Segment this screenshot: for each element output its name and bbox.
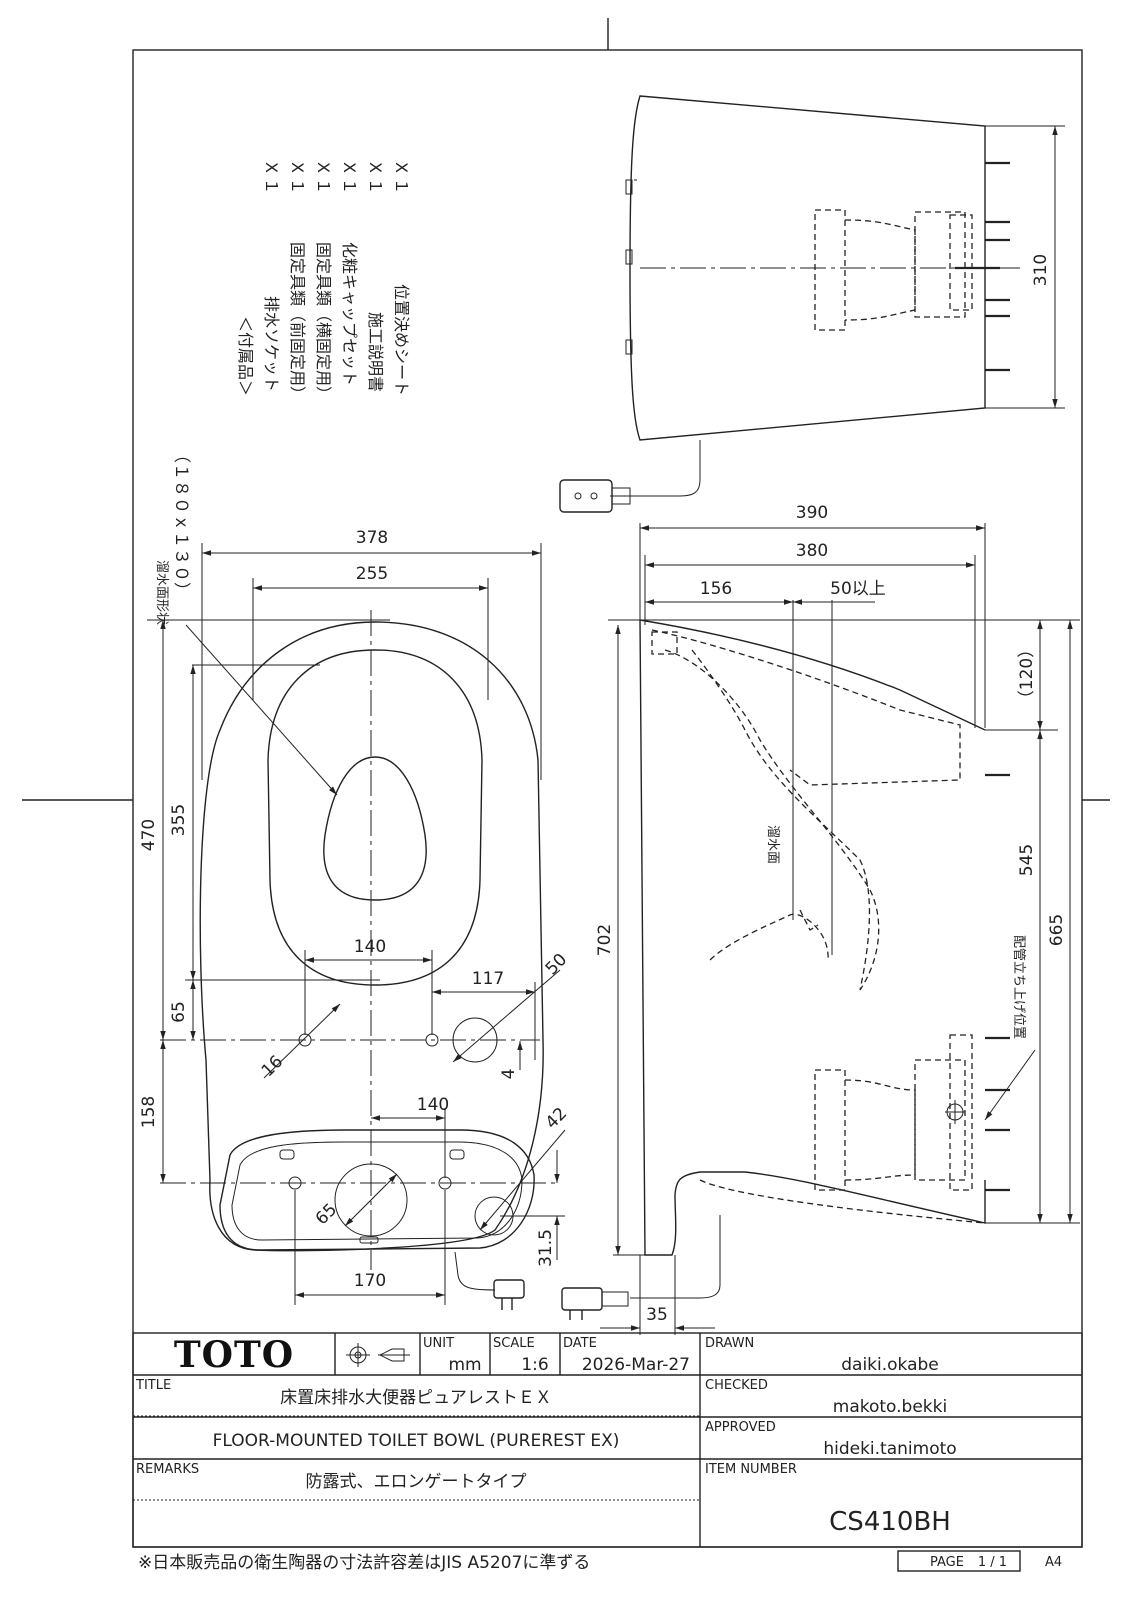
title-label: TITLE — [135, 1378, 171, 1393]
plan-view — [147, 543, 566, 1310]
date-label: DATE — [563, 1336, 597, 1351]
top-view — [559, 95, 1065, 513]
scale-value: 1:6 — [521, 1355, 548, 1375]
dim-35: 35 — [646, 1305, 668, 1325]
title-japanese: 床置床排水大便器ピュアレストＥＸ — [280, 1388, 552, 1408]
checked-value: makoto.bekki — [833, 1397, 947, 1417]
accessory-item-2: 固定具類（前固定用） — [288, 242, 307, 402]
accessory-item-6: 位置決めシート — [392, 284, 411, 396]
title-block-grid — [132, 1332, 1083, 1572]
dim-120: （120） — [1017, 641, 1037, 707]
accessory-qty-4: X １ — [340, 162, 359, 194]
dim-378: 378 — [356, 528, 388, 548]
date-value: 2026-Mar-27 — [582, 1355, 690, 1375]
dim-355: 355 — [169, 804, 189, 836]
dim-140-upper: 140 — [354, 937, 386, 957]
item-number-label: ITEM NUMBER — [705, 1462, 797, 1477]
dim-42-diameter: 42 — [542, 1104, 571, 1133]
dim-158: 158 — [139, 1096, 159, 1128]
remarks-value: 防露式、エロンゲートタイプ — [306, 1472, 527, 1492]
page-value: 1 / 1 — [978, 1555, 1007, 1570]
dim-156: 156 — [700, 579, 732, 599]
dim-16-diameter: 16 — [258, 1052, 287, 1081]
accessory-item-1: 排水ソケット — [262, 296, 281, 392]
approved-value: hideki.tanimoto — [823, 1439, 956, 1459]
pipe-position-label: 配管立ち上げ位置 — [1011, 935, 1026, 1039]
item-number-value: CS410BH — [829, 1507, 951, 1537]
drawn-value: daiki.okabe — [841, 1355, 939, 1375]
accessory-qty-5: X １ — [366, 162, 385, 194]
dim-50-or-more: 50以上 — [830, 579, 886, 599]
page-label: PAGE — [930, 1555, 964, 1570]
tolerance-note: ※日本販売品の衛生陶器の寸法許容差はJIS A5207に準ずる — [138, 1553, 590, 1573]
title-english: FLOOR-MOUNTED TOILET BOWL (PUREREST EX) — [213, 1431, 620, 1451]
dim-255: 255 — [356, 564, 388, 584]
drawing-frame — [22, 18, 1110, 1548]
scale-label: SCALE — [493, 1336, 535, 1351]
accessory-qty-2: X １ — [288, 162, 307, 194]
checked-label: CHECKED — [705, 1378, 768, 1393]
approved-label: APPROVED — [705, 1420, 776, 1435]
dim-31-5: 31.5 — [536, 1229, 556, 1267]
dim-4: 4 — [499, 1069, 519, 1080]
accessory-item-3: 固定具類（横固定用） — [314, 242, 333, 402]
dim-65-height: 65 — [169, 1001, 189, 1023]
dim-470: 470 — [139, 819, 159, 851]
dim-50-diameter: 50 — [542, 950, 571, 979]
dim-702: 702 — [595, 924, 615, 956]
dim-170: 170 — [354, 1271, 386, 1291]
accessory-list: ＜付属品＞ 排水ソケット 固定具類（前固定用） 固定具類（横固定用） 化粧キャッ… — [236, 162, 411, 402]
dim-65-diameter: 65 — [312, 1200, 341, 1229]
accessory-item-5: 施工説明書 — [366, 312, 385, 392]
accessory-qty-3: X １ — [314, 162, 333, 194]
remarks-label: REMARKS — [136, 1462, 199, 1477]
water-surface-shape-label: 溜水面形状 — [154, 560, 169, 625]
accessory-qty-6: X １ — [392, 162, 411, 194]
side-view — [561, 523, 1080, 1335]
dim-117: 117 — [472, 969, 504, 989]
water-surface-size-label: （１８０ｘ１３０） — [171, 446, 191, 599]
dim-140-lower: 140 — [417, 1095, 449, 1115]
unit-label: UNIT — [423, 1336, 454, 1351]
water-surface-label: 溜水面 — [765, 825, 780, 864]
paper-size: A4 — [1045, 1555, 1062, 1570]
accessory-qty-1: X １ — [262, 162, 281, 194]
dim-545: 545 — [1017, 844, 1037, 876]
toto-logo: TOTO — [174, 1334, 294, 1376]
drawn-label: DRAWN — [705, 1336, 754, 1351]
dim-390: 390 — [796, 503, 828, 523]
dim-380: 380 — [796, 541, 828, 561]
dim-310: 310 — [1031, 254, 1051, 286]
accessory-header: ＜付属品＞ — [236, 316, 255, 396]
accessory-item-4: 化粧キャップセット — [340, 242, 359, 386]
unit-value: mm — [448, 1355, 481, 1375]
dim-665: 665 — [1047, 914, 1067, 946]
